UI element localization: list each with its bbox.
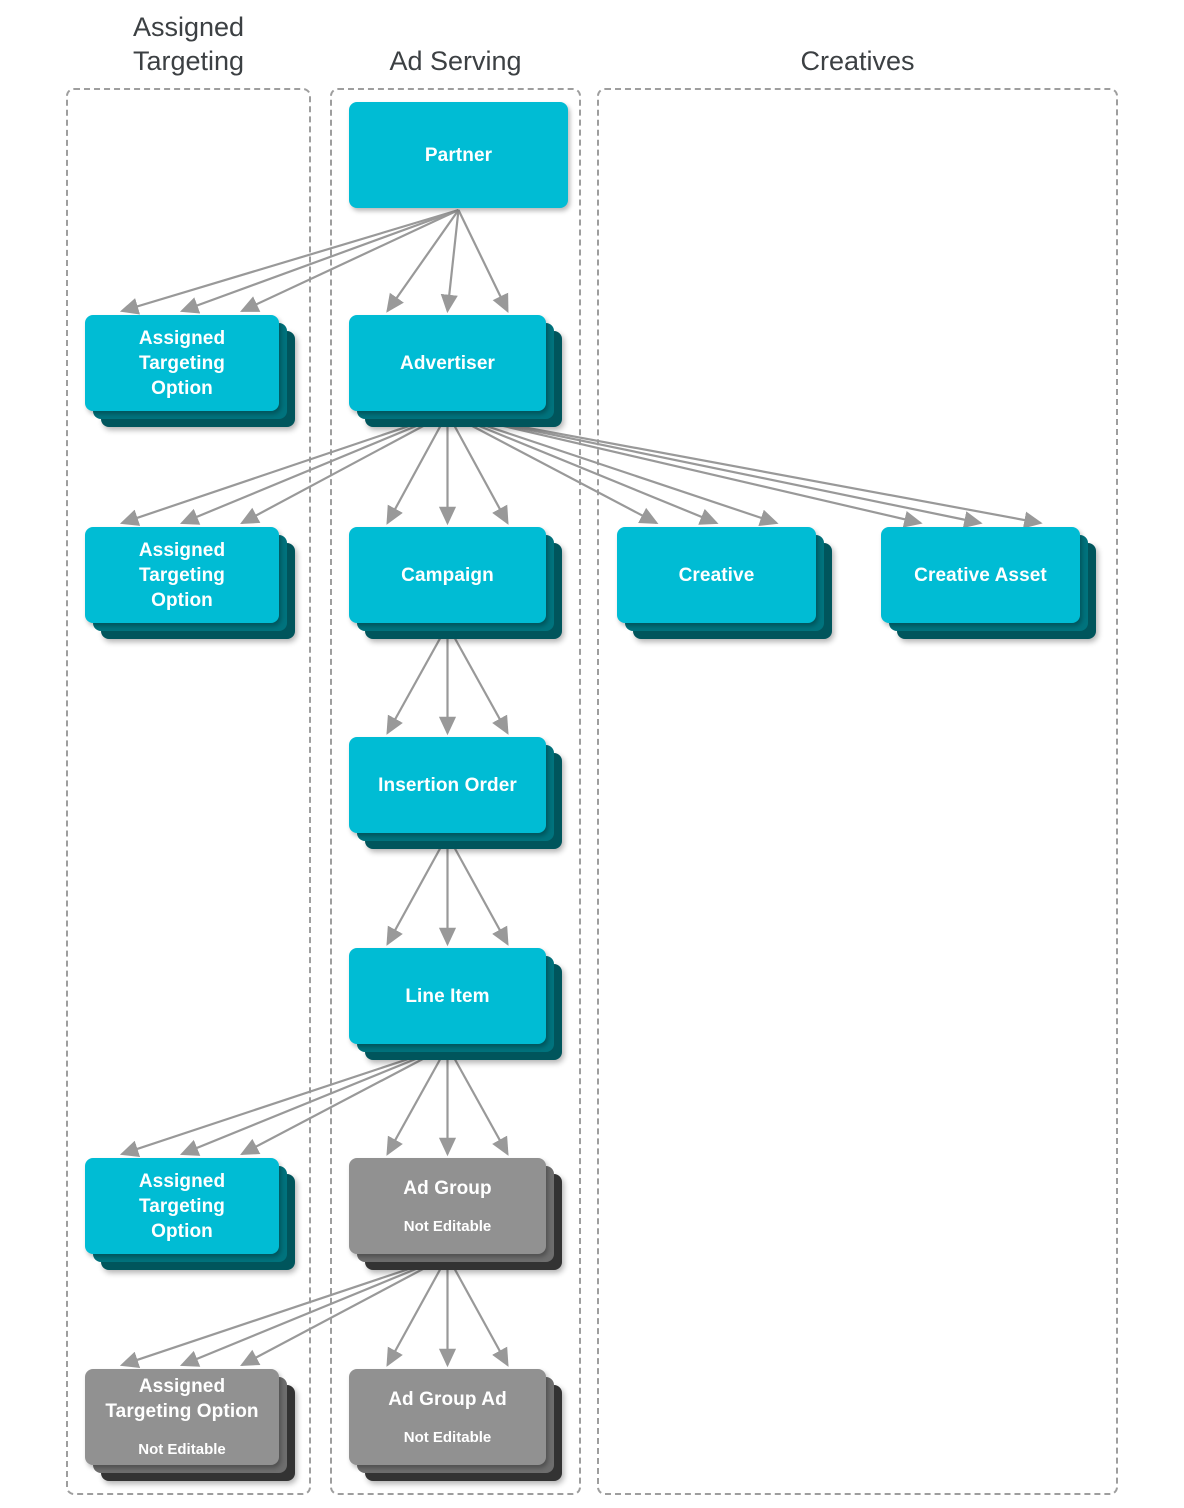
node-card-ato-line-item[interactable]: Assigned Targeting Option	[85, 1158, 279, 1254]
node-ad-group-ad[interactable]: Ad Group Ad Not Editable	[349, 1369, 562, 1481]
node-label: Creative	[678, 564, 755, 586]
node-sublabel-not-editable: Not Editable	[138, 1441, 226, 1458]
node-card-ato-partner[interactable]: Assigned Targeting Option	[85, 315, 279, 411]
node-ato-line-item[interactable]: Assigned Targeting Option	[85, 1158, 295, 1270]
node-label: Ad Group Ad	[388, 1388, 507, 1410]
node-campaign[interactable]: Campaign	[349, 527, 562, 639]
node-card-insertion-order[interactable]: Insertion Order	[349, 737, 546, 833]
node-label: Assigned Targeting Option	[138, 327, 226, 399]
node-card-creative[interactable]: Creative	[617, 527, 816, 623]
node-label: Partner	[424, 144, 493, 166]
node-label: Ad Group	[403, 1177, 492, 1199]
node-card-ad-group-ad[interactable]: Ad Group Ad Not Editable	[349, 1369, 546, 1465]
column-container-ad-serving	[330, 88, 581, 1495]
node-card-creative-asset[interactable]: Creative Asset	[881, 527, 1080, 623]
node-card-campaign[interactable]: Campaign	[349, 527, 546, 623]
node-ato-partner[interactable]: Assigned Targeting Option	[85, 315, 295, 427]
node-label: Creative Asset	[914, 564, 1047, 586]
column-title-assigned-targeting: Assigned Targeting	[132, 12, 245, 76]
node-card-partner[interactable]: Partner	[349, 102, 568, 208]
node-label: Line Item	[405, 985, 490, 1007]
node-label: Assigned Targeting Option	[138, 1170, 226, 1242]
node-label: Advertiser	[400, 352, 495, 374]
node-card-advertiser[interactable]: Advertiser	[349, 315, 546, 411]
column-title-ad-serving: Ad Serving	[389, 46, 522, 76]
column-container-assigned-targeting	[66, 88, 311, 1495]
node-partner[interactable]: Partner	[349, 102, 568, 208]
node-sublabel-not-editable: Not Editable	[403, 1428, 492, 1446]
node-ato-advertiser[interactable]: Assigned Targeting Option	[85, 527, 295, 639]
node-label: Insertion Order	[378, 774, 517, 796]
node-label: Assigned Targeting Option	[138, 539, 226, 611]
node-card-ato-advertiser[interactable]: Assigned Targeting Option	[85, 527, 279, 623]
column-title-creatives: Creatives	[800, 46, 915, 76]
column-container-creatives	[597, 88, 1118, 1495]
node-label: Campaign	[401, 564, 494, 586]
node-advertiser[interactable]: Advertiser	[349, 315, 562, 427]
node-sublabel-not-editable: Not Editable	[403, 1217, 492, 1235]
node-insertion-order[interactable]: Insertion Order	[349, 737, 562, 849]
node-creative-asset[interactable]: Creative Asset	[881, 527, 1096, 639]
node-label: Assigned Targeting Option	[105, 1376, 259, 1422]
node-creative[interactable]: Creative	[617, 527, 832, 639]
node-card-line-item[interactable]: Line Item	[349, 948, 546, 1044]
node-line-item[interactable]: Line Item	[349, 948, 562, 1060]
